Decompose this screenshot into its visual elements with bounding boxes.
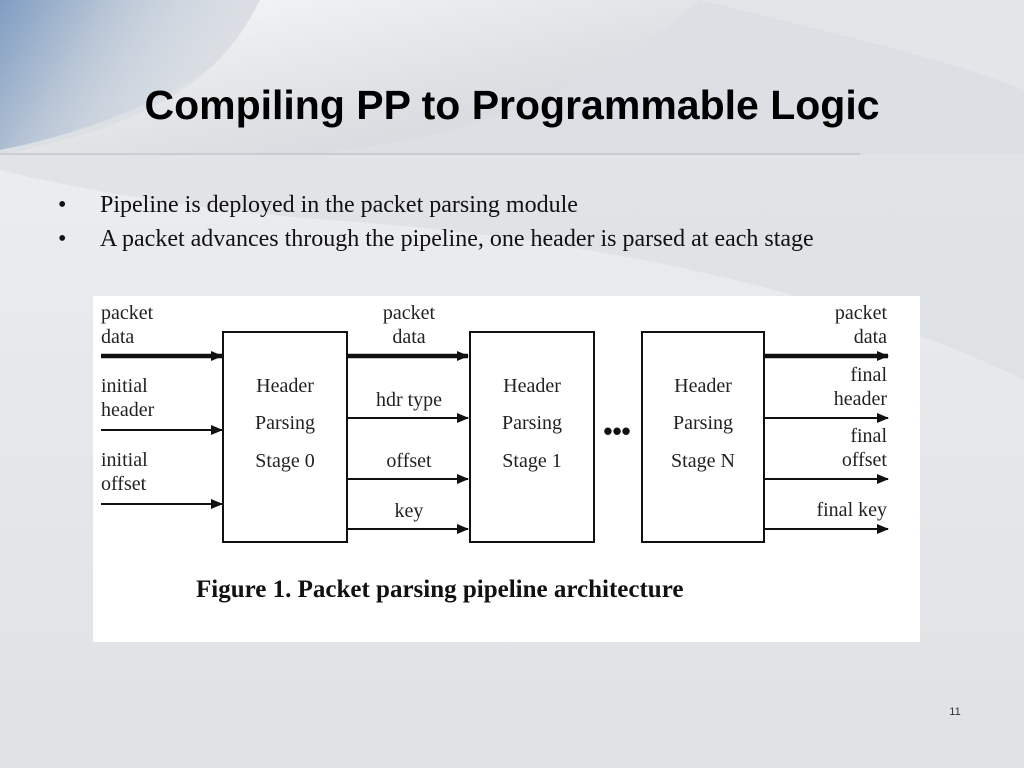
mid-packet-data-label: packet <box>383 302 436 324</box>
stage-box-1 <box>469 331 595 543</box>
pipeline-diagram: packet data initial header initial offse… <box>101 302 889 603</box>
stage-n-label: Parsing <box>673 412 733 434</box>
stage-n-label: Stage N <box>671 450 735 472</box>
bullet-text: Pipeline is deployed in the packet parsi… <box>100 192 578 218</box>
bullet-list: • Pipeline is deployed in the packet par… <box>58 188 814 256</box>
stage-n-label: Header <box>674 375 732 397</box>
input-initial-header-label: initial <box>101 375 148 397</box>
output-final-key-label: final key <box>816 499 887 521</box>
bullet-text: A packet advances through the pipeline, … <box>100 226 814 252</box>
mid-key-label: key <box>395 500 424 522</box>
stage-0-label: Header <box>256 375 314 397</box>
stage-0-label: Stage 0 <box>255 450 314 472</box>
stage-1-label: Header <box>503 375 561 397</box>
output-final-header-label: header <box>834 388 888 410</box>
output-final-offset-label: offset <box>842 449 888 471</box>
input-initial-offset-label: initial <box>101 449 148 471</box>
output-final-offset-label: final <box>850 425 887 447</box>
output-packet-data-label: packet <box>835 302 888 324</box>
stage-0-label: Parsing <box>255 412 315 434</box>
page-number: 11 <box>949 706 961 718</box>
stages-ellipsis: ••• <box>603 416 630 446</box>
bullet-item: • A packet advances through the pipeline… <box>58 222 814 256</box>
figure-caption: Figure 1. Packet parsing pipeline archit… <box>196 576 683 603</box>
mid-hdr-type-label: hdr type <box>376 389 442 411</box>
stage-box-0 <box>222 331 348 543</box>
mid-packet-data-label: data <box>392 326 425 348</box>
stage-box-n <box>641 331 765 543</box>
slide-title: Compiling PP to Programmable Logic <box>144 82 880 128</box>
bullet-marker: • <box>58 192 67 218</box>
input-packet-data-label: packet <box>101 302 154 324</box>
mid-offset-label: offset <box>386 450 432 472</box>
stage-1-label: Parsing <box>502 412 562 434</box>
bullet-item: • Pipeline is deployed in the packet par… <box>58 188 814 222</box>
input-packet-data-label: data <box>101 326 134 348</box>
input-initial-offset-label: offset <box>101 473 147 495</box>
input-initial-header-label: header <box>101 399 155 421</box>
output-final-header-label: final <box>850 364 887 386</box>
pipeline-figure: packet data initial header initial offse… <box>93 296 920 642</box>
bullet-marker: • <box>58 226 67 252</box>
stage-1-label: Stage 1 <box>502 450 561 472</box>
output-packet-data-label: data <box>854 326 887 348</box>
